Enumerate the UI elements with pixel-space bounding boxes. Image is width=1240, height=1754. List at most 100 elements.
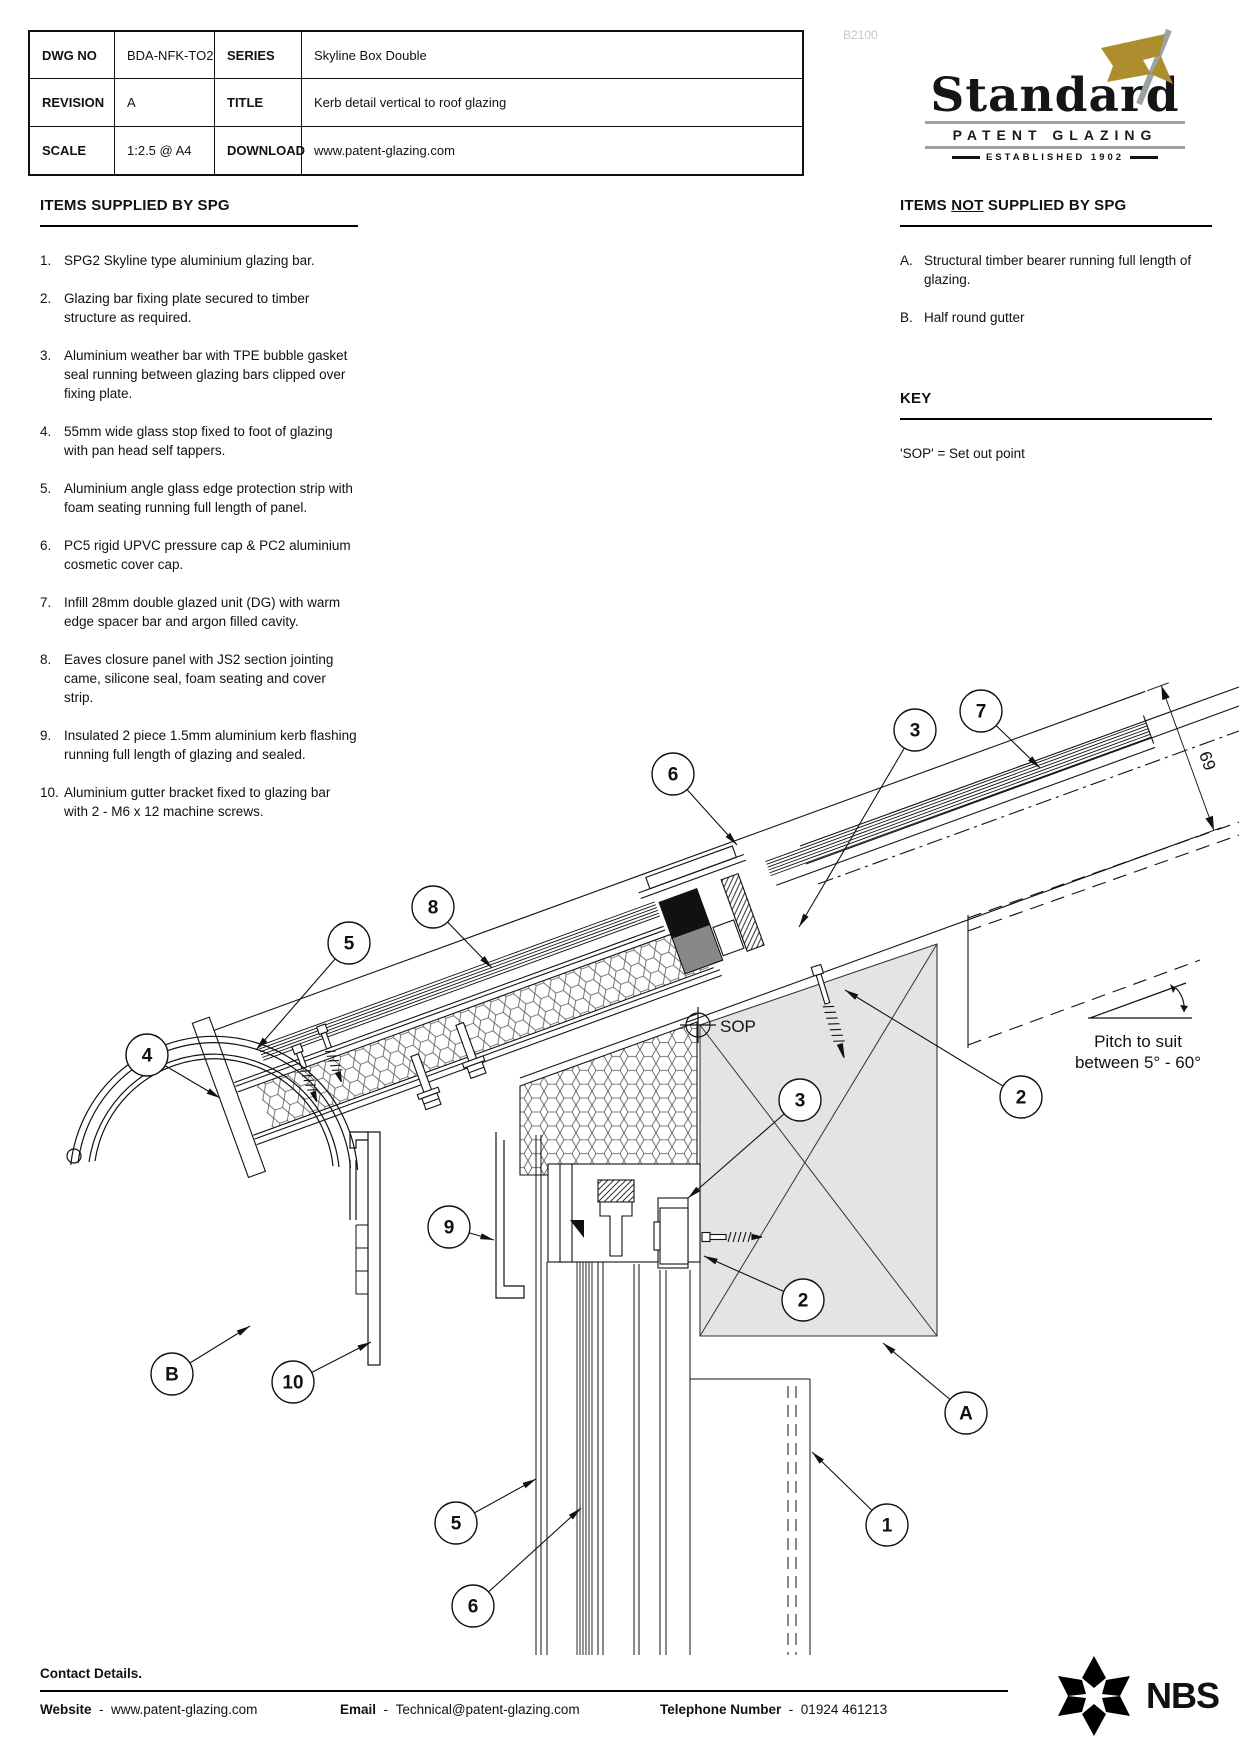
- half-round-gutter: [66, 1035, 359, 1220]
- list-item: 4.55mm wide glass stop fixed to foot of …: [40, 424, 333, 458]
- callout-label: 8: [428, 898, 439, 919]
- callout-label: 2: [798, 1291, 809, 1312]
- callout-label: 5: [451, 1514, 462, 1535]
- list-item: 1.SPG2 Skyline type aluminium glazing ba…: [40, 253, 315, 268]
- callout-bubble: [999, 1075, 1043, 1119]
- pitch-text-line1: Pitch to suit: [1094, 1032, 1182, 1051]
- callout-label: 10: [282, 1373, 303, 1394]
- callout-label: 3: [910, 721, 921, 742]
- divider: [40, 225, 358, 227]
- nbs-flower-icon: [1058, 1656, 1130, 1736]
- series-label: SERIES: [215, 32, 302, 80]
- company-logo: Standard PATENT GLAZING ESTABLISHED 1902: [925, 24, 1185, 169]
- logo-subtitle: PATENT GLAZING: [925, 121, 1185, 149]
- divider: [1130, 156, 1159, 159]
- pitch-annotation: Pitch to suit between 5° - 60°: [1075, 982, 1201, 1072]
- callout-label: 5: [344, 934, 355, 955]
- items-supplied-heading: ITEMS SUPPLIED BY SPG: [40, 197, 230, 214]
- divider: [900, 225, 1212, 227]
- title-value: Kerb detail vertical to roof glazing: [302, 79, 802, 127]
- scale-label: SCALE: [30, 126, 115, 174]
- divider: [951, 156, 980, 159]
- items-not-supplied-list: A.Structural timber bearer running full …: [900, 251, 1212, 327]
- timber-bearer: [699, 943, 938, 1337]
- callout-bubble: [865, 1503, 909, 1547]
- footer-contact-row: Website - www.patent-glazing.com Email -…: [40, 1702, 1008, 1717]
- callout-label: 1: [882, 1516, 893, 1537]
- dwg-no-label: DWG NO: [30, 32, 115, 80]
- key-heading: KEY: [900, 390, 932, 407]
- items-supplied-list: 1.SPG2 Skyline type aluminium glazing ba…: [40, 251, 358, 821]
- key-entry: 'SOP' = Set out point: [900, 446, 1025, 461]
- callout-bubble: [427, 1205, 471, 1249]
- nbs-logo: NBS: [1048, 1650, 1220, 1742]
- sloped-glazing-assembly: 69: [191, 682, 1222, 1179]
- items-not-supplied-heading: ITEMS NOT SUPPLIED BY SPG: [900, 197, 1127, 214]
- kerb-insulation: [519, 1013, 698, 1176]
- dimension-69: 69: [1195, 749, 1219, 773]
- footer-email: Email - Technical@patent-glazing.com: [340, 1702, 580, 1717]
- flag-icon: [1101, 28, 1173, 106]
- items-not-supplied-section: ITEMS NOT SUPPLIED BY SPG A.Structural t…: [900, 196, 1212, 463]
- callout-label: A: [959, 1404, 973, 1425]
- callout-label: 4: [142, 1046, 153, 1067]
- callout-bubble: [150, 1352, 194, 1396]
- scale-value: 1:2.5 @ A4: [115, 126, 215, 174]
- series-value: Skyline Box Double: [302, 32, 802, 80]
- list-item: 6.PC5 rigid UPVC pressure cap & PC2 alum…: [40, 538, 351, 572]
- list-item: A.Structural timber bearer running full …: [900, 253, 1192, 287]
- list-item: 10.Aluminium gutter bracket fixed to gla…: [40, 785, 331, 819]
- callout-bubble: [893, 708, 937, 752]
- download-value: www.patent-glazing.com: [314, 142, 455, 158]
- title-label: TITLE: [215, 79, 302, 127]
- hidden-glazing-bar-dashed: [787, 1386, 797, 1655]
- callout-bubble: [451, 1584, 495, 1628]
- vertical-bar-head: [547, 1163, 701, 1269]
- kerb-flashing: [495, 1132, 525, 1299]
- callout-bubble: [651, 752, 695, 796]
- callout-bubbles: 6 3 7 8 5 4 2 3 9 2B 10 5 1 A 6: [125, 689, 1043, 1628]
- logo-wordmark: Standard: [930, 68, 1180, 123]
- callout-label: B: [165, 1365, 179, 1386]
- list-item: 7.Infill 28mm double glazed unit (DG) wi…: [40, 595, 341, 629]
- footer-phone: Telephone Number - 01924 461213: [660, 1702, 888, 1717]
- callout-label: 6: [668, 765, 679, 786]
- vertical-glazing: [535, 1135, 811, 1655]
- callout-bubble: [327, 921, 371, 965]
- list-item: 2.Glazing bar fixing plate secured to ti…: [40, 291, 310, 325]
- gutter-bracket: [349, 1131, 381, 1366]
- items-supplied-section: ITEMS SUPPLIED BY SPG 1.SPG2 Skyline typ…: [40, 196, 358, 840]
- nbs-wordmark: NBS: [1146, 1675, 1220, 1716]
- callout-bubble: [959, 689, 1003, 733]
- revision-label: REVISION: [30, 79, 115, 127]
- sop-marker: SOP: [680, 1007, 756, 1043]
- divider: [40, 1690, 1008, 1692]
- callout-bubble: [411, 885, 455, 929]
- list-item: 3.Aluminium weather bar with TPE bubble …: [40, 348, 348, 401]
- footer-website: Website - www.patent-glazing.com: [40, 1702, 258, 1717]
- callout-label: 6: [468, 1597, 479, 1618]
- callout-bubble: [434, 1501, 478, 1545]
- title-block-table: DWG NO BDA-NFK-TO2 SERIES Skyline Box Do…: [28, 30, 804, 176]
- list-item: 5.Aluminium angle glass edge protection …: [40, 481, 353, 515]
- callout-label: 9: [444, 1218, 455, 1239]
- pitch-text-line2: between 5° - 60°: [1075, 1053, 1201, 1072]
- roof-plane-lines: [799, 686, 1240, 1048]
- callout-label: 2: [1016, 1088, 1027, 1109]
- key-section: KEY 'SOP' = Set out point: [900, 389, 1212, 463]
- revision-value: A: [115, 79, 215, 127]
- list-item: 8.Eaves closure panel with JS2 section j…: [40, 652, 334, 705]
- dwg-no-value: BDA-NFK-TO2: [115, 32, 215, 80]
- logo-established: ESTABLISHED 1902: [925, 152, 1185, 163]
- callout-bubble: [781, 1278, 825, 1322]
- watermark-code: B2100: [843, 28, 878, 42]
- callout-bubble: [271, 1360, 315, 1404]
- callout-label: 7: [976, 702, 987, 723]
- list-item: 9.Insulated 2 piece 1.5mm aluminium kerb…: [40, 728, 357, 762]
- divider: [900, 418, 1212, 420]
- callout-label: 3: [795, 1091, 806, 1112]
- callout-bubble: [778, 1078, 822, 1122]
- list-item: B.Half round gutter: [900, 310, 1025, 325]
- footer-heading: Contact Details.: [40, 1666, 143, 1681]
